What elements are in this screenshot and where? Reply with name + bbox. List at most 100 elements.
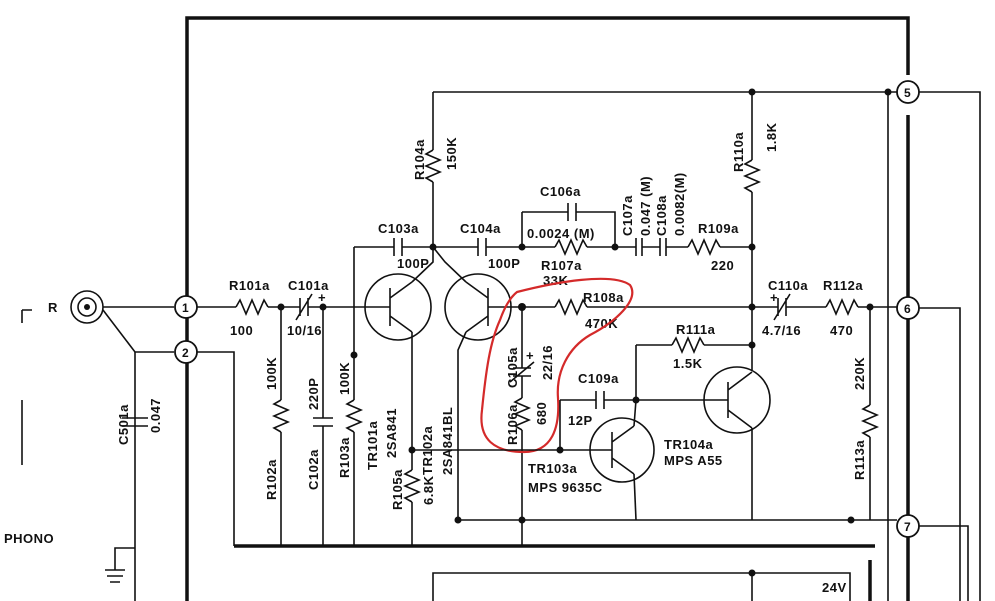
board-outline xyxy=(185,16,910,601)
phono-input-jack: R PHONO xyxy=(4,290,104,546)
resistor-r106a: R106a 680 xyxy=(505,397,549,445)
svg-text:R110a: R110a xyxy=(731,132,746,172)
svg-text:680: 680 xyxy=(534,402,549,425)
svg-text:100K: 100K xyxy=(337,362,352,395)
capacitor-c106a: C106a 0.0024 (M) xyxy=(527,184,595,241)
svg-text:5: 5 xyxy=(904,86,911,100)
svg-text:0.047 (M): 0.047 (M) xyxy=(638,176,653,236)
svg-text:+: + xyxy=(770,290,778,305)
svg-text:R109a: R109a xyxy=(698,221,739,236)
svg-text:100P: 100P xyxy=(397,256,429,271)
svg-text:6.8K: 6.8K xyxy=(421,475,436,505)
capacitor-c108a: C108a 0.0082(M) xyxy=(654,172,687,256)
highlight-annotation xyxy=(480,277,634,454)
svg-text:C106a: C106a xyxy=(540,184,581,199)
svg-text:470K: 470K xyxy=(585,316,618,331)
transistor-tr104a: TR104a MPS A55 xyxy=(664,366,771,468)
svg-text:R108a: R108a xyxy=(583,290,624,305)
connection-node-7: 7 xyxy=(896,514,920,538)
resistor-r101a: R101a 100 xyxy=(229,278,270,338)
svg-text:2: 2 xyxy=(182,346,189,360)
svg-text:R112a: R112a xyxy=(823,278,863,293)
svg-text:12P: 12P xyxy=(568,413,593,428)
resistor-r113a: 220K R113a xyxy=(852,357,880,480)
svg-text:MPS 9635C: MPS 9635C xyxy=(528,480,603,495)
resistor-r102a: 100K R102a xyxy=(264,357,291,500)
svg-text:C103a: C103a xyxy=(378,221,419,236)
resistor-r103a: 100K R103a xyxy=(337,362,364,478)
svg-text:2SA841: 2SA841 xyxy=(384,408,399,458)
svg-text:R106a: R106a xyxy=(505,404,520,445)
capacitor-c109a: C109a 12P xyxy=(568,371,619,428)
svg-text:100K: 100K xyxy=(264,357,279,390)
svg-text:R107a: R107a xyxy=(541,258,582,273)
resistor-r110a: R110a 1.8K xyxy=(731,122,779,193)
phono-label: PHONO xyxy=(4,531,54,546)
capacitor-c501a: C501a 0.047 xyxy=(116,398,163,445)
svg-text:100: 100 xyxy=(230,323,253,338)
svg-text:470: 470 xyxy=(830,323,853,338)
svg-text:TR101a: TR101a xyxy=(365,420,380,470)
svg-text:C105a: C105a xyxy=(505,347,520,388)
supply-voltage-label: 24V xyxy=(822,580,847,595)
svg-text:220: 220 xyxy=(711,258,734,273)
svg-text:R113a: R113a xyxy=(852,440,867,480)
svg-text:R103a: R103a xyxy=(337,437,352,478)
svg-text:7: 7 xyxy=(904,520,911,534)
svg-text:R102a: R102a xyxy=(264,459,279,500)
svg-text:150K: 150K xyxy=(444,137,459,170)
connector-label: R xyxy=(48,300,58,315)
resistor-r108a: R108a 470K xyxy=(554,290,624,331)
svg-text:C107a: C107a xyxy=(620,195,635,236)
capacitor-c103a: C103a 100P xyxy=(378,221,429,271)
capacitor-c101a: C101a 10/16 + xyxy=(287,278,329,338)
transistor-tr102a: TR102a 2SA841BL xyxy=(420,273,512,475)
connection-node-2: 2 xyxy=(174,340,198,364)
svg-text:C104a: C104a xyxy=(460,221,501,236)
resistor-r109a: R109a 220 xyxy=(687,221,739,273)
svg-text:TR103a: TR103a xyxy=(528,461,578,476)
capacitor-c102a: 220P C102a xyxy=(306,378,333,490)
capacitor-c110a: + C110a 4.7/16 xyxy=(762,278,808,338)
svg-text:C101a: C101a xyxy=(288,278,329,293)
capacitor-c104a: C104a 100P xyxy=(460,221,520,271)
svg-text:C109a: C109a xyxy=(578,371,619,386)
svg-text:2SA841BL: 2SA841BL xyxy=(440,407,455,475)
svg-text:10/16: 10/16 xyxy=(287,323,322,338)
svg-text:R105a: R105a xyxy=(390,469,405,510)
svg-text:TR104a: TR104a xyxy=(664,437,714,452)
capacitor-c107a: C107a 0.047 (M) xyxy=(620,176,653,256)
svg-text:6: 6 xyxy=(904,302,911,316)
svg-text:220K: 220K xyxy=(852,357,867,390)
resistor-r104a: R104a 150K xyxy=(412,137,459,183)
svg-text:100P: 100P xyxy=(488,256,520,271)
svg-text:4.7/16: 4.7/16 xyxy=(762,323,801,338)
svg-text:0.0024 (M): 0.0024 (M) xyxy=(527,226,595,241)
transistor-tr103a: TR103a MPS 9635C xyxy=(528,417,655,495)
svg-text:R111a: R111a xyxy=(676,322,716,337)
svg-text:0.0082(M): 0.0082(M) xyxy=(672,172,687,236)
svg-text:C110a: C110a xyxy=(768,278,808,293)
transistor-tr101a: TR101a 2SA841 xyxy=(364,273,432,470)
svg-text:MPS A55: MPS A55 xyxy=(664,453,723,468)
resistor-r105a: R105a 6.8K xyxy=(390,469,436,510)
svg-text:R101a: R101a xyxy=(229,278,270,293)
svg-text:R104a: R104a xyxy=(412,139,427,180)
svg-text:1.5K: 1.5K xyxy=(673,356,703,371)
svg-text:C102a: C102a xyxy=(306,449,321,490)
svg-text:+: + xyxy=(526,348,534,363)
connection-node-1: 1 xyxy=(174,295,198,319)
svg-text:22/16: 22/16 xyxy=(540,345,555,380)
svg-text:C108a: C108a xyxy=(654,195,669,236)
resistor-r112a: R112a 470 xyxy=(823,278,863,338)
svg-text:1: 1 xyxy=(182,301,189,315)
svg-text:C501a: C501a xyxy=(116,404,131,445)
svg-text:220P: 220P xyxy=(306,378,321,410)
connection-node-6: 6 xyxy=(896,296,920,320)
svg-text:0.047: 0.047 xyxy=(148,398,163,433)
connection-node-5: 5 xyxy=(896,80,920,104)
svg-text:+: + xyxy=(318,290,326,305)
svg-text:1.8K: 1.8K xyxy=(764,122,779,152)
resistor-r111a: R111a 1.5K xyxy=(671,322,716,371)
